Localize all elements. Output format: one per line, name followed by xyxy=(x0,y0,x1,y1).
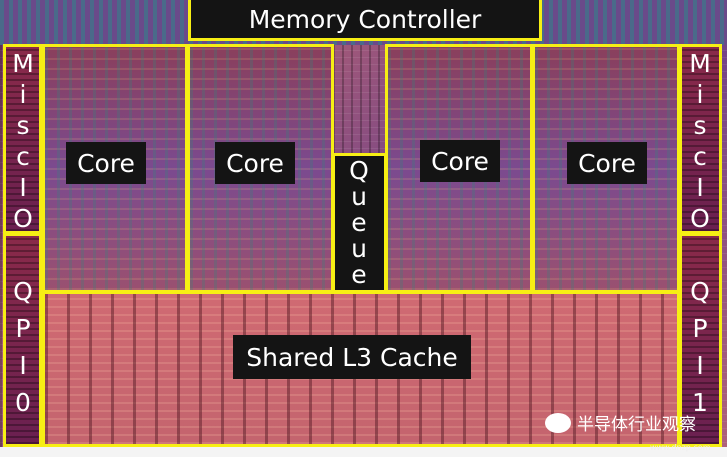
bottom-margin xyxy=(0,447,727,457)
memory-controller-label: Memory Controller xyxy=(188,0,542,41)
misc-io-left xyxy=(3,44,42,234)
wechat-icon xyxy=(545,412,571,433)
core-4-label: Core xyxy=(567,142,647,184)
l3-cache-label: Shared L3 Cache xyxy=(233,335,471,379)
core-3-label: Core xyxy=(420,140,500,182)
core-2-label: Core xyxy=(215,142,295,184)
qpi1-block xyxy=(679,233,722,447)
watermark: 半导体行业观察 xyxy=(545,410,696,435)
watermark-url: www.dnzp.com xyxy=(650,443,711,452)
core-1-label: Core xyxy=(66,142,146,184)
watermark-text: 半导体行业观察 xyxy=(577,415,696,435)
queue-block xyxy=(332,153,387,293)
misc-io-right xyxy=(679,44,722,234)
qpi0-block xyxy=(3,233,42,447)
